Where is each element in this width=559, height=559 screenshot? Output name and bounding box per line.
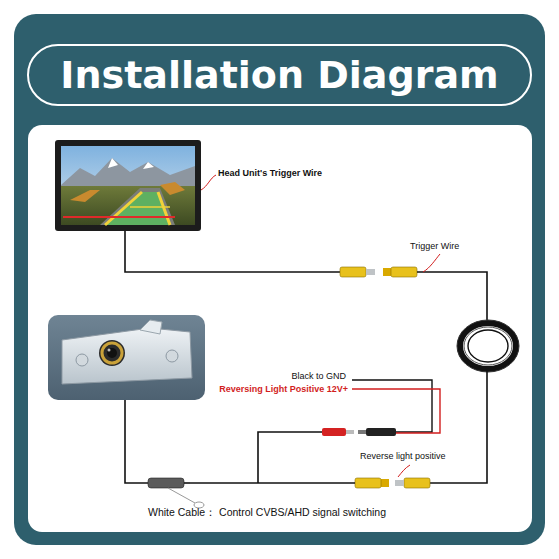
wire-label: Reverse light positive (360, 451, 446, 461)
wire-label: Trigger Wire (410, 241, 459, 251)
wire-label: Reversing Light Positive 12V+ (219, 384, 348, 394)
wire-label: Black to GND (291, 371, 346, 381)
callout-label: Head Unit's Trigger Wire (218, 168, 322, 178)
title: Installation Diagram (28, 45, 531, 105)
caption-note: White Cable： Control CVBS/AHD signal swi… (148, 506, 386, 520)
